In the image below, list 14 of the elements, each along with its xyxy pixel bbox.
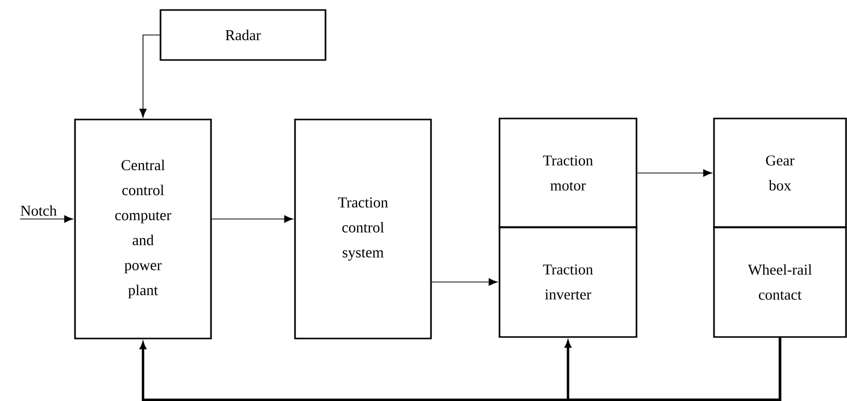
block-box: Radar <box>160 9 326 61</box>
block-box: Wheel-rail contact <box>713 226 847 338</box>
arrow <box>20 215 74 223</box>
arrow <box>431 278 498 286</box>
arrow <box>636 169 712 177</box>
arrow <box>139 34 160 118</box>
arrow <box>564 338 782 401</box>
block-box: Traction motor <box>498 118 638 228</box>
block-box: Gear box <box>713 118 847 228</box>
block-box: Traction control system <box>294 118 432 340</box>
input-label: Notch <box>20 205 57 216</box>
block-box: Central control computer and power plant <box>74 118 212 340</box>
arrow <box>211 215 294 223</box>
block-box: Traction inverter <box>498 226 638 338</box>
